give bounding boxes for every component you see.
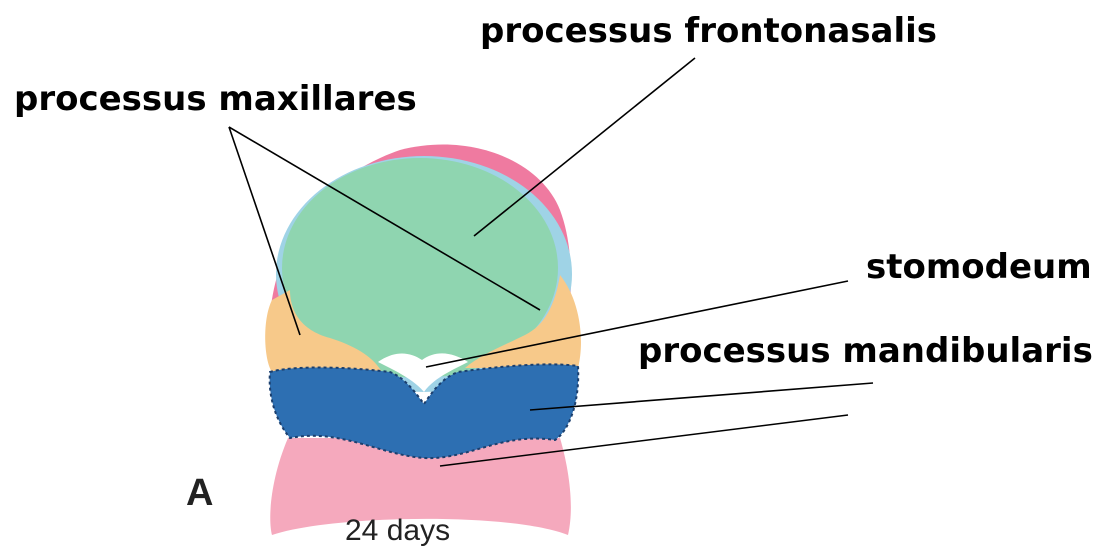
label-maxillary: processus maxillares bbox=[14, 82, 417, 116]
leader-frontonasal bbox=[474, 58, 695, 236]
age-caption: 24 days bbox=[345, 516, 450, 546]
label-frontonasal: processus frontonasalis bbox=[480, 14, 937, 48]
panel-letter: A bbox=[186, 474, 213, 512]
label-mandibular: processus mandibularis bbox=[638, 334, 1093, 368]
label-stomodeum: stomodeum bbox=[866, 250, 1092, 284]
leader-mandibular bbox=[530, 383, 873, 410]
